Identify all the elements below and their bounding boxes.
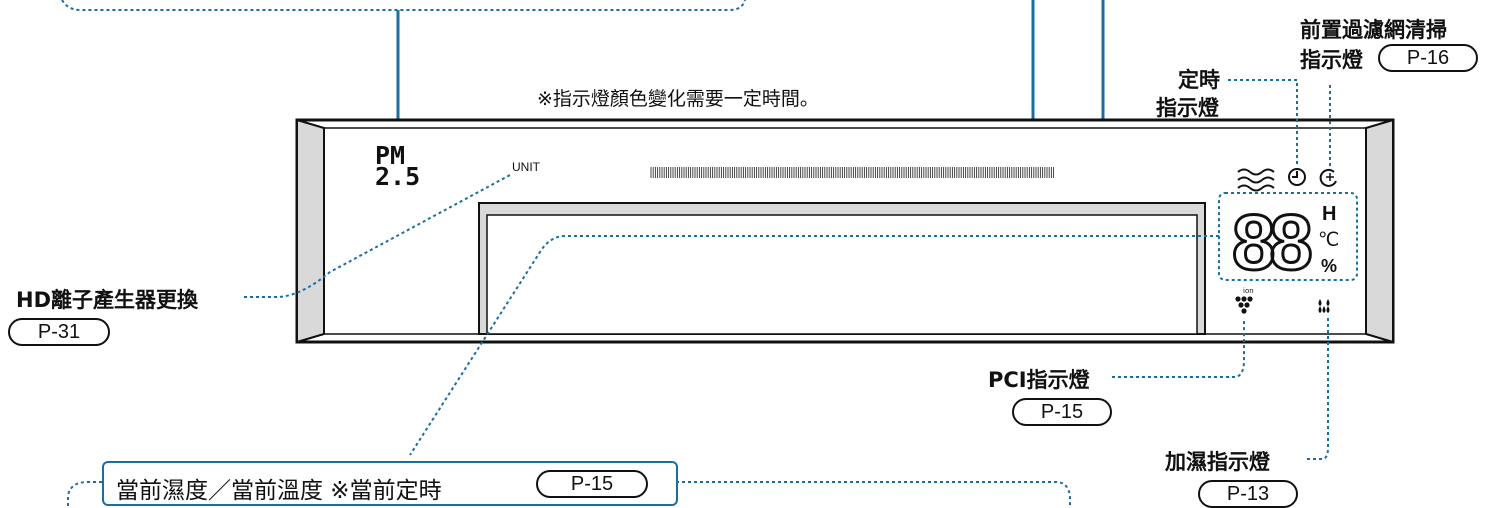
humidify-label: 加濕指示燈 bbox=[1165, 450, 1270, 474]
hd-ion-label: HD離子產生器更換 bbox=[16, 288, 199, 312]
bottom-right-bracket bbox=[676, 481, 1071, 506]
airflow-icon bbox=[1237, 168, 1275, 192]
current-reading-box: 當前濕度／當前溫度 ※當前定時 P-15 bbox=[102, 461, 678, 506]
current-reading-label: 當前濕度／當前溫度 ※當前定時 bbox=[116, 478, 442, 504]
humidify-page-ref: P-13 bbox=[1198, 480, 1298, 508]
hd-ion-page-ref: P-31 bbox=[8, 318, 110, 346]
unit-percent: % bbox=[1321, 256, 1338, 276]
current-page-ref: P-15 bbox=[536, 470, 648, 498]
top-left-bracket bbox=[61, 0, 746, 11]
pm25-indicator: PM 2.5 bbox=[375, 141, 421, 191]
color-change-note: ※指示燈顏色變化需要一定時間。 bbox=[537, 88, 819, 110]
bar-meter bbox=[650, 167, 1055, 178]
current-leader bbox=[409, 235, 1219, 456]
pm-line-1: PM bbox=[375, 141, 406, 170]
ion-label: ion bbox=[1243, 287, 1254, 295]
prefilter-label-line1: 前置過濾網清掃 bbox=[1300, 18, 1447, 42]
unit-hour: H bbox=[1322, 203, 1337, 225]
timer-label-line1: 定時 bbox=[1178, 68, 1220, 92]
unit-celsius: ℃ bbox=[1318, 230, 1340, 251]
prefilter-icon bbox=[1319, 168, 1337, 187]
inner-window bbox=[478, 202, 1206, 335]
timer-leader bbox=[1228, 79, 1298, 166]
unit-indicator: UNIT bbox=[512, 160, 540, 174]
pci-label: PCI指示燈 bbox=[988, 368, 1090, 392]
humidify-drop-icon bbox=[1318, 299, 1330, 313]
humidify-leader bbox=[1307, 316, 1329, 460]
digit-display: 88 bbox=[1231, 198, 1315, 286]
pci-page-ref: P-15 bbox=[1012, 398, 1112, 426]
bottom-left-bracket bbox=[67, 481, 104, 506]
timer-label-line2: 指示燈 bbox=[1156, 96, 1219, 120]
pci-leader bbox=[1112, 318, 1245, 378]
pm-line-2: 2.5 bbox=[375, 162, 421, 191]
prefilter-label-line2: 指示燈 bbox=[1300, 48, 1363, 72]
hd-ion-leader bbox=[244, 174, 511, 298]
timer-clock-icon bbox=[1288, 168, 1306, 186]
pci-ion-icon bbox=[1235, 296, 1253, 314]
prefilter-page-ref: P-16 bbox=[1378, 44, 1478, 72]
